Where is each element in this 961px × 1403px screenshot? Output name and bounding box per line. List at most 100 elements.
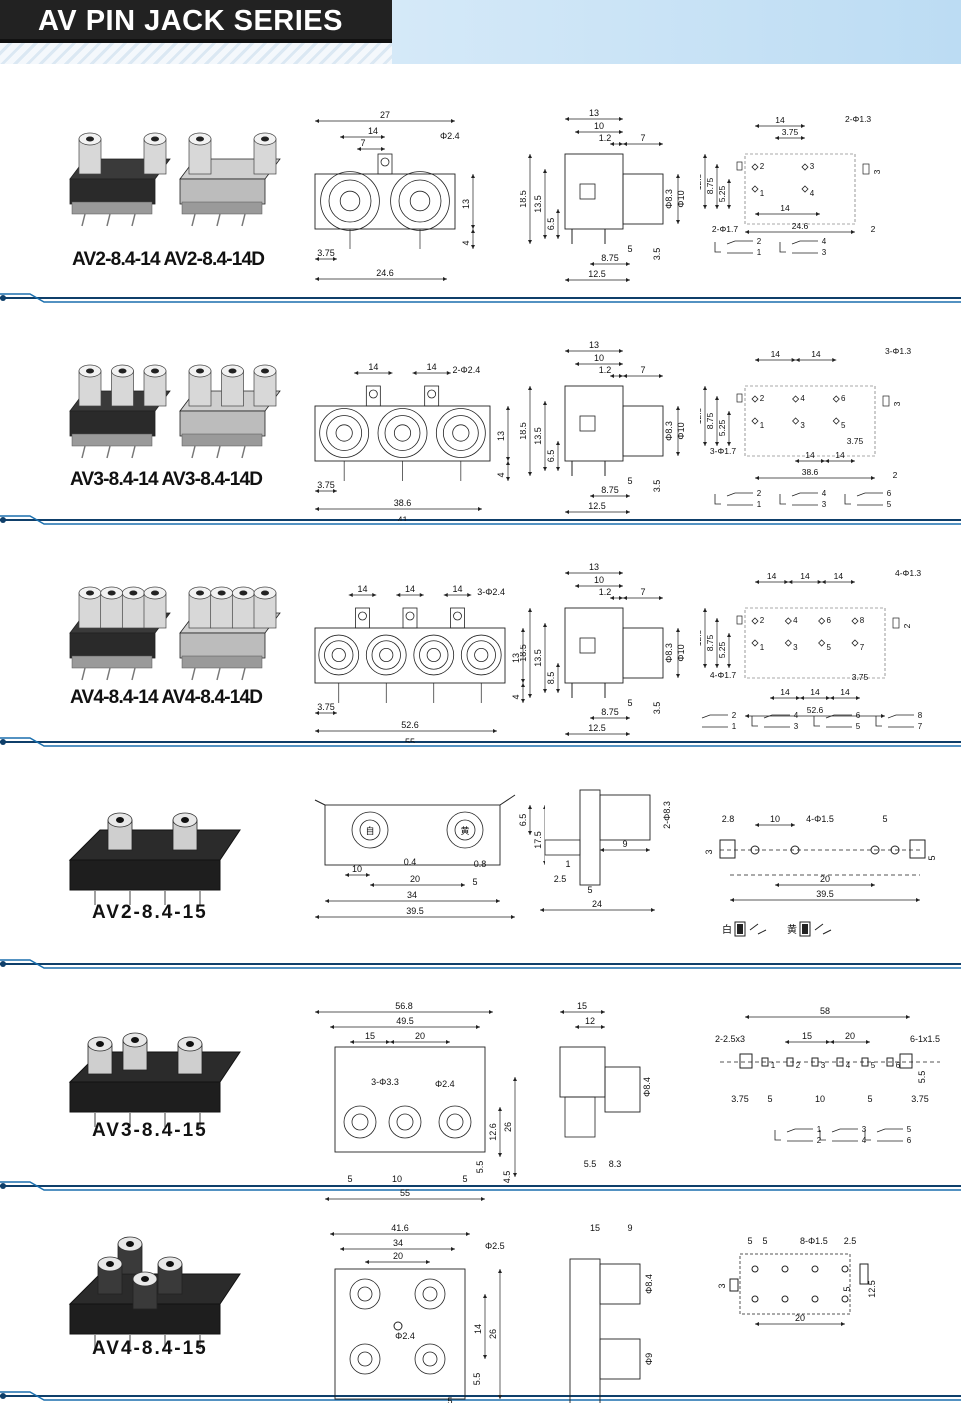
- pcb-dim-label: 6-1x1.5: [910, 1034, 940, 1044]
- side-dim-label: 10: [594, 575, 604, 585]
- pcb-pin-number: 2: [796, 1061, 801, 1070]
- front-view: [314, 593, 525, 733]
- pcb-pin-number: 4: [800, 394, 805, 403]
- pcb-dim-label: 3.75: [782, 127, 799, 137]
- pcb-dim-label: 5.25: [717, 185, 727, 202]
- side-dim-label: 7: [640, 133, 645, 143]
- pcb-dim-label: 2.8: [722, 814, 735, 824]
- side-view: [569, 1258, 641, 1403]
- pcb-dim-label: 24.6: [792, 221, 809, 231]
- front-dim-label: 自: [365, 825, 374, 836]
- front-dim-label: 20: [415, 1031, 425, 1041]
- side-dim-label: Φ10: [676, 422, 686, 439]
- side-dim-label: 1: [565, 859, 570, 869]
- pcb-dim-label: 4-Φ1.3: [895, 568, 921, 578]
- pcb-dim-label: 2-Φ1.7: [712, 224, 738, 234]
- front-dim-label: 55: [400, 1188, 410, 1198]
- side-dim-label: Φ8.3: [664, 189, 674, 209]
- side-view: [559, 1010, 641, 1138]
- front-dim-label: 10: [352, 864, 362, 874]
- side-dim-label: 3.5: [652, 702, 662, 715]
- side-dim-label: 15: [577, 1001, 587, 1011]
- pcb-dim-label: 3: [892, 401, 902, 406]
- schematic-pin: 2: [817, 1136, 822, 1145]
- product-photo: [69, 586, 281, 681]
- schematic: [714, 492, 883, 506]
- product-photo-frame: [68, 1032, 241, 1127]
- product-photo: [69, 364, 281, 459]
- front-view: [330, 1232, 502, 1400]
- front-dim-label: 4: [461, 240, 471, 245]
- side-dim-label: 8.75: [601, 485, 619, 495]
- front-dim-label: 4: [511, 694, 521, 699]
- pcb-dim-label: 5.5: [917, 1071, 927, 1084]
- pcb-dim-label: 3.75: [852, 672, 869, 682]
- pcb-dim-label: 12.5: [700, 407, 703, 424]
- pcb-dim-label: 5.25: [717, 419, 727, 436]
- pcb-pin-number: 5: [841, 421, 846, 430]
- pcb-dim-label: 8-Φ1.5: [800, 1236, 828, 1246]
- section-divider: [0, 1181, 961, 1191]
- pcb-pin-number: 1: [760, 189, 765, 198]
- front-dim-label: 27: [380, 110, 390, 120]
- front-dim-label: 5: [347, 1174, 352, 1184]
- product-photo-frame: [69, 364, 281, 459]
- model-number: AV3-8.4-14 AV3-8.4-14D: [70, 469, 263, 490]
- side-dim-label: 3.5: [652, 248, 662, 261]
- schematic-pin: 4: [822, 489, 827, 498]
- model-number: AV4-8.4-14 AV4-8.4-14D: [70, 687, 263, 708]
- pcb-dim-label: 12.5: [700, 629, 703, 646]
- side-dim-label: 6.5: [546, 450, 556, 463]
- pcb-dim-label: 8.75: [705, 412, 715, 429]
- side-dim-label: 5: [587, 885, 592, 895]
- model-number: AV4-8.4-15: [92, 1338, 208, 1359]
- schematic-pin: 5: [856, 722, 861, 731]
- pcb-dim-label: 3.75: [911, 1094, 929, 1104]
- pcb-dim-label: 20: [795, 1313, 805, 1323]
- pcb-dim-label: 12.5: [700, 173, 703, 190]
- schematic-pin: 1: [732, 722, 737, 731]
- pcb-dim-label: 5: [882, 814, 887, 824]
- side-dim-label: 18.5: [520, 422, 528, 440]
- divider-dot: [0, 1393, 6, 1399]
- pcb-layout: [729, 1253, 869, 1326]
- front-dim-label: 34: [393, 1238, 403, 1248]
- schematic-pin: 2: [732, 711, 737, 720]
- pcb-dim-label: 5.25: [717, 641, 727, 658]
- pcb-dim-label: 14: [810, 687, 820, 697]
- pcb-dim-label: 14: [805, 450, 815, 460]
- side-dim-label: 5: [627, 244, 632, 254]
- pcb-dim-label: 14: [840, 687, 850, 697]
- pcb-dim-label: 4-Φ1.5: [806, 814, 834, 824]
- front-dim-label: 52.6: [401, 720, 419, 730]
- side-dim-label: 18.5: [520, 190, 528, 208]
- pcb-dim-label: 14: [771, 349, 781, 359]
- pcb-dim-label: 14: [775, 115, 785, 125]
- side-view: [540, 789, 655, 912]
- side-dim-label: 5.5: [584, 1159, 597, 1169]
- divider-notch: [0, 515, 961, 525]
- pcb-dim-label: 3-Φ1.7: [710, 446, 736, 456]
- pcb-pin-number: 6: [841, 394, 846, 403]
- side-dim-label: Φ10: [676, 190, 686, 207]
- pcb-pin-number: 7: [860, 643, 865, 652]
- pcb-dim-label: 14: [780, 203, 790, 213]
- divider-notch: [0, 1391, 961, 1401]
- side-dim-label: 5: [627, 698, 632, 708]
- pcb-pin-number: 1: [771, 1061, 776, 1070]
- schematic-pin: 4: [862, 1136, 867, 1145]
- pcb-dim-label: 52.6: [807, 705, 824, 715]
- model-number: AV3-8.4-15: [92, 1120, 208, 1141]
- side-dim-label: 13.5: [533, 195, 543, 213]
- side-dim-label: 13: [589, 340, 599, 350]
- schematic-pin: 5: [907, 1125, 912, 1134]
- pcb-dim-label: 3.75: [847, 436, 864, 446]
- side-dim-label: Φ10: [676, 644, 686, 661]
- product-photo: [69, 132, 281, 227]
- pcb-dim-label: 2-2.5x3: [715, 1034, 745, 1044]
- page-title: AV PIN JACK SERIES: [38, 5, 343, 37]
